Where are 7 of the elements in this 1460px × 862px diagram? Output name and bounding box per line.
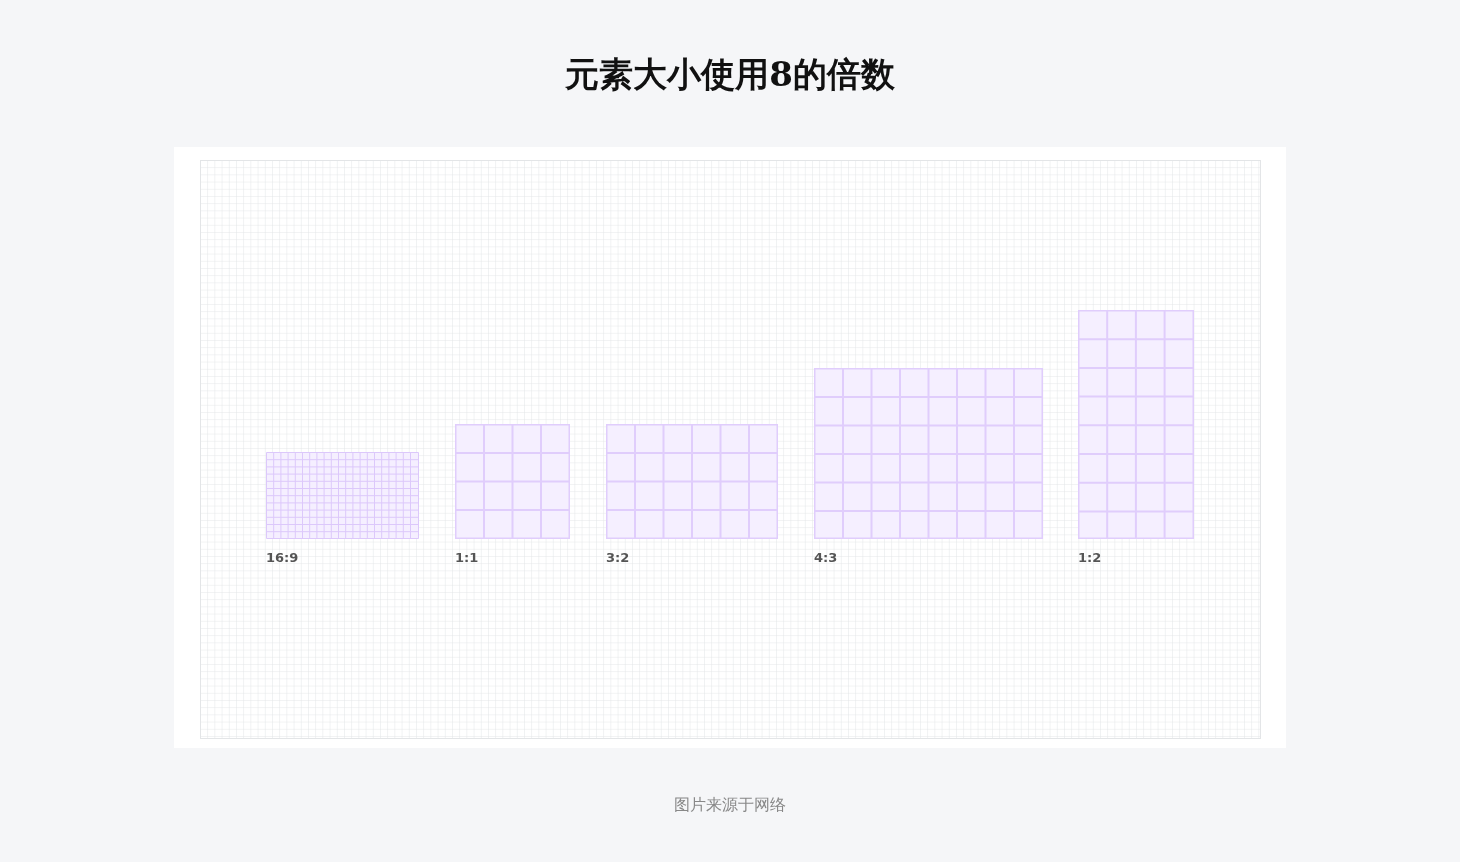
ratio-label: 4:3 xyxy=(814,550,838,566)
title: 元素大小使用8的倍数 xyxy=(565,53,895,96)
ratio-label: 3:2 xyxy=(606,550,630,566)
caption: 图片来源于网络 xyxy=(674,795,786,816)
ratio-label: 1:2 xyxy=(1078,550,1102,566)
ratio-label: 16:9 xyxy=(266,550,299,566)
ratio-label: 1:1 xyxy=(455,550,479,566)
